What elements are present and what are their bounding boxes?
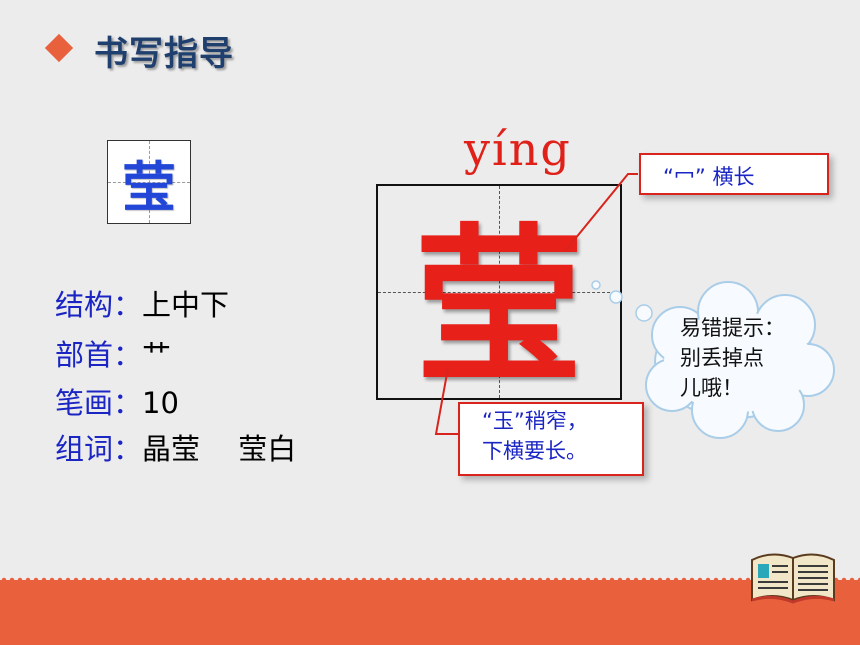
- error-tip-text: 易错提示： 别丢掉点 儿哦！: [680, 313, 810, 403]
- tip-line: 易错提示：: [680, 316, 785, 340]
- callout-text: 横长: [712, 165, 755, 189]
- page-title: 书写指导: [94, 34, 234, 74]
- info-structure: 结构：上中下: [55, 282, 229, 324]
- large-character-grid: 莹: [376, 184, 622, 407]
- small-character: 莹: [122, 154, 176, 219]
- thought-bubble-dot: [635, 304, 653, 322]
- connector-line-bottom: [434, 367, 458, 435]
- info-label: 笔画：: [55, 386, 143, 420]
- connector-line-top: [565, 173, 638, 251]
- grid-guide-vertical: [149, 141, 150, 223]
- info-label: 结构：: [55, 288, 143, 322]
- callout-quote: “冖”: [663, 165, 706, 189]
- grid-guide-vertical: [499, 186, 500, 398]
- small-character-grid: 莹: [107, 140, 191, 224]
- info-strokes: 笔画：10: [55, 380, 179, 422]
- thought-cloud-icon: [645, 281, 835, 439]
- pinyin-label: yíng: [464, 122, 572, 176]
- info-label: 部首：: [55, 338, 143, 372]
- callout-top-hint: “冖” 横长: [639, 153, 829, 195]
- info-radical: 部首：艹: [55, 332, 171, 374]
- info-value: 晶莹 莹白: [142, 432, 297, 466]
- callout-line: “玉”稍窄，: [482, 409, 588, 433]
- bottom-band: [0, 580, 860, 645]
- large-character: 莹: [413, 207, 584, 407]
- info-words: 组词：晶莹 莹白: [55, 426, 296, 468]
- thought-bubble-dot: [609, 290, 623, 304]
- open-book-icon[interactable]: [748, 548, 838, 604]
- callout-bottom-hint: “玉”稍窄， 下横要长。: [458, 402, 644, 476]
- info-value: 10: [142, 386, 179, 420]
- tip-line: 别丢掉点: [680, 346, 764, 370]
- info-value: 上中下: [142, 288, 230, 322]
- tip-line: 儿哦！: [680, 376, 743, 400]
- info-label: 组词：: [55, 432, 143, 466]
- info-value: 艹: [142, 338, 172, 372]
- callout-line: 下横要长。: [482, 439, 587, 463]
- thought-bubble-dot: [591, 280, 601, 290]
